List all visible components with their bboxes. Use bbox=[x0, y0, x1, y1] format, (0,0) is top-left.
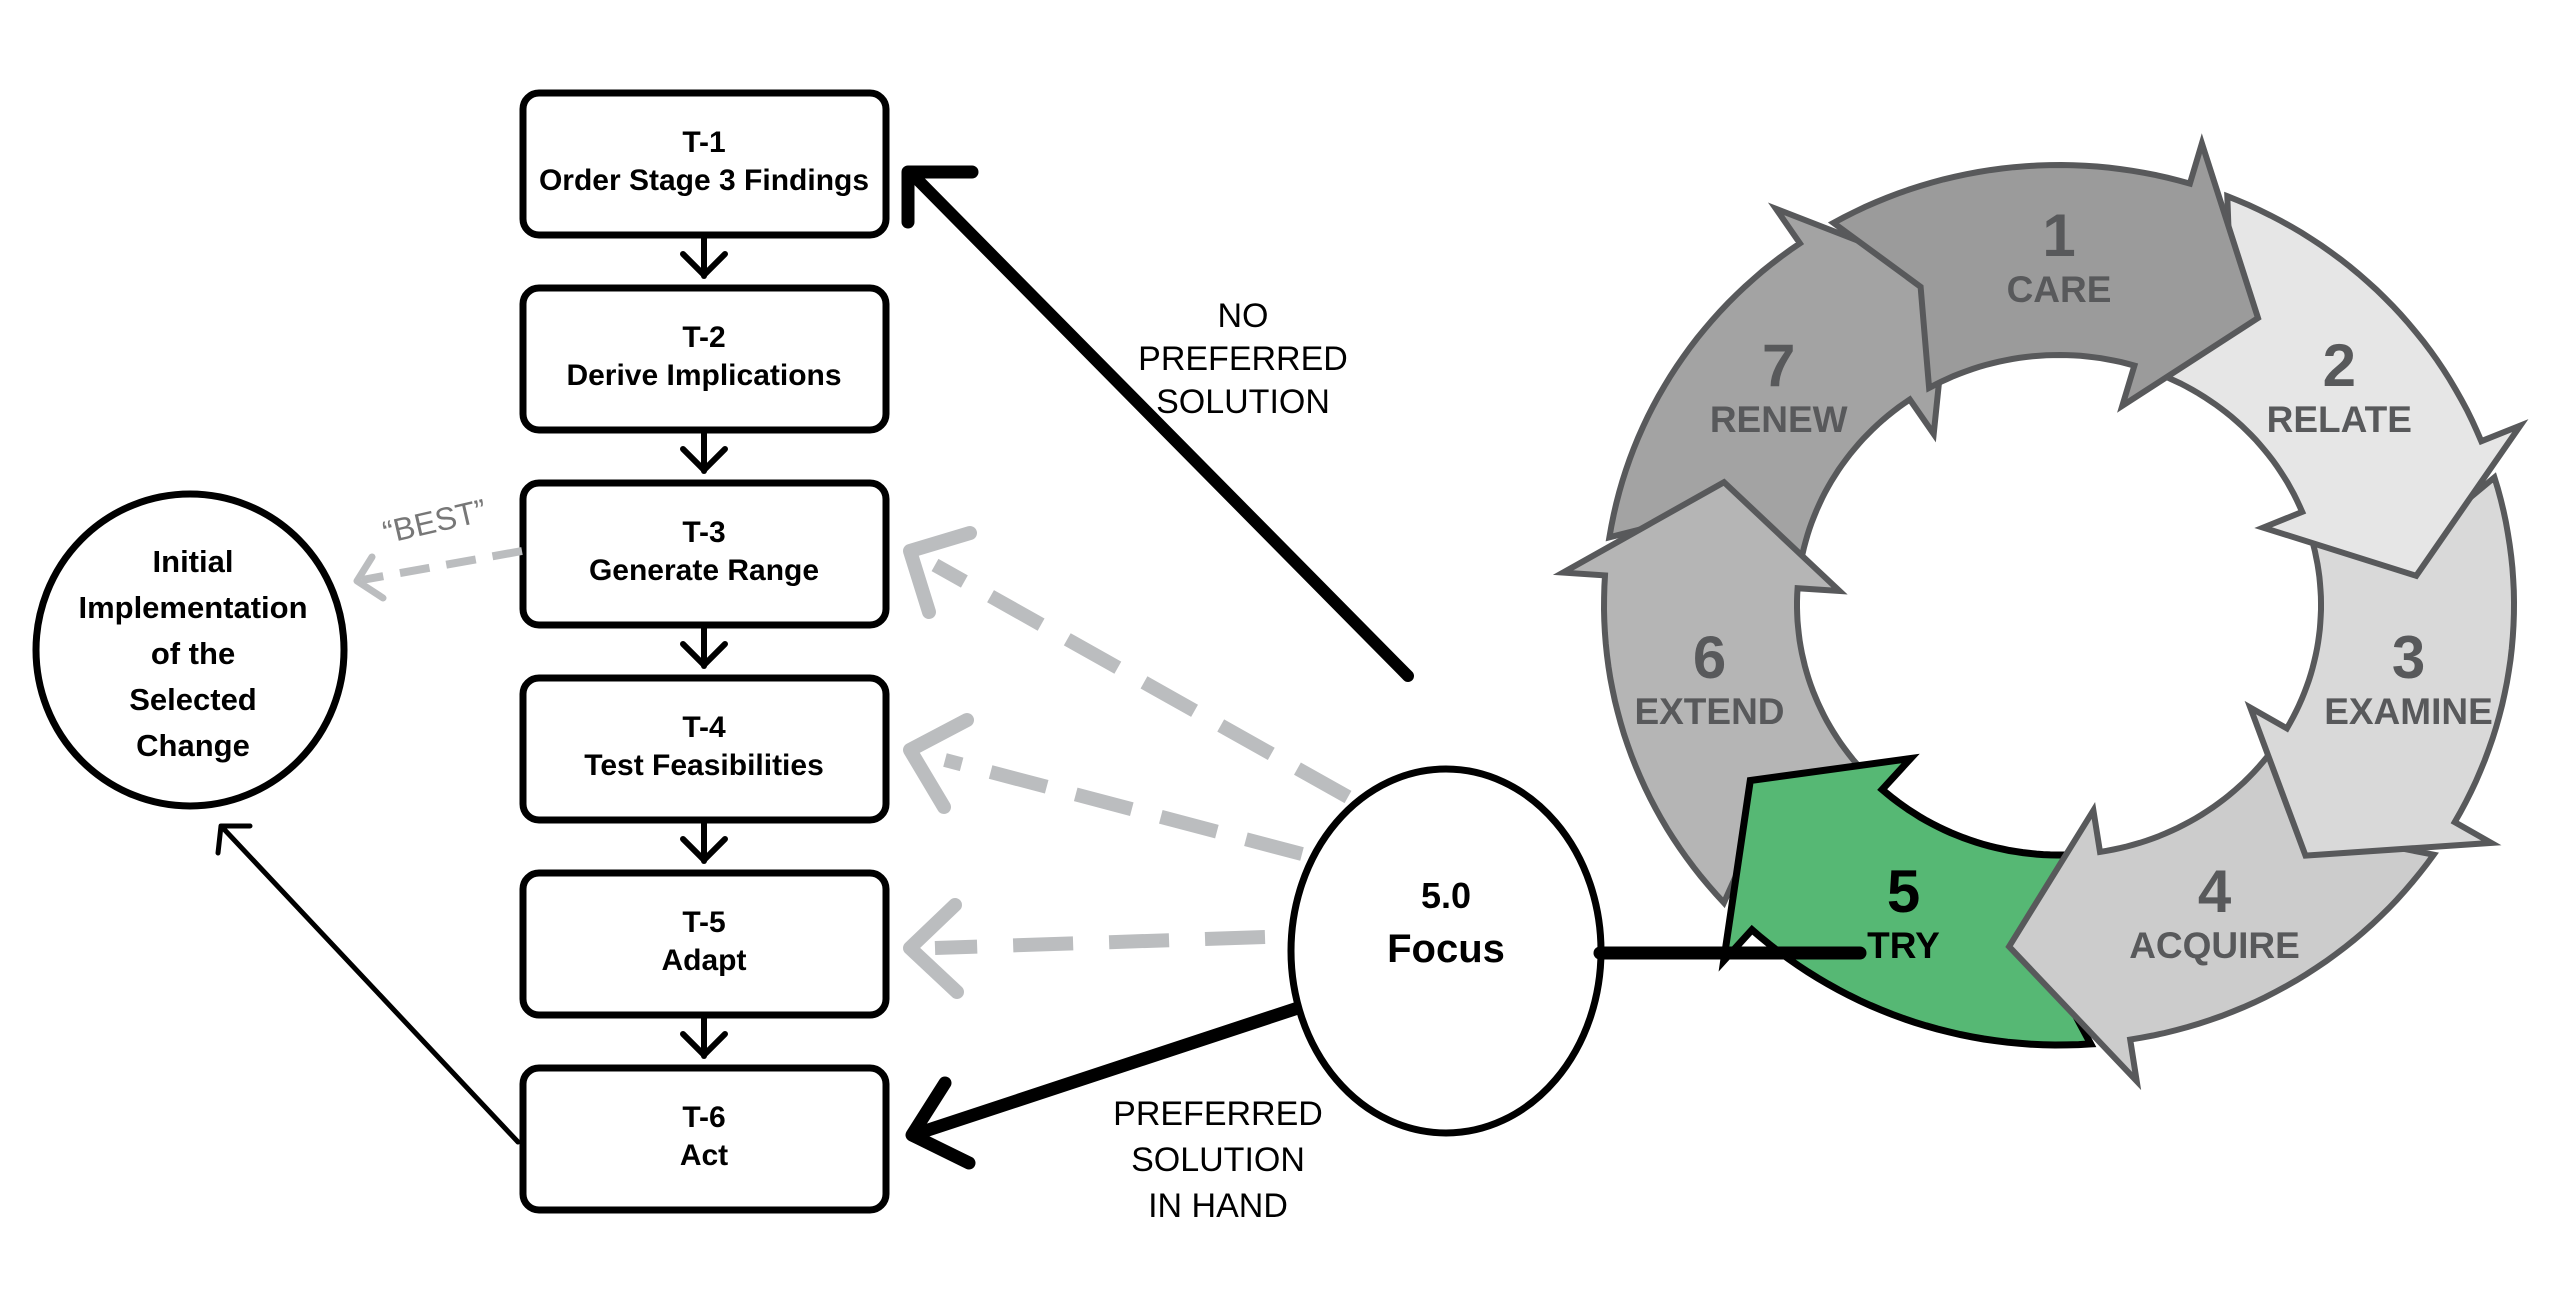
stage-arrow-icon bbox=[1605, 202, 1954, 572]
outcome-line: of the bbox=[151, 636, 235, 671]
flow-step-t6[interactable]: T-6 Act bbox=[519, 1064, 890, 1214]
flow-step-id: T-5 bbox=[682, 906, 725, 939]
dashed-arrow-to-t3 bbox=[903, 526, 1352, 804]
arrowhead-icon bbox=[901, 165, 979, 229]
arrowhead-icon bbox=[903, 713, 974, 814]
flow-steps: T-1 Order Stage 3 Findings T-2 Derive Im… bbox=[519, 89, 890, 1214]
preferred-label: PREFERRED SOLUTION IN HAND bbox=[1113, 1095, 1323, 1225]
flow-step-id: T-1 bbox=[682, 126, 725, 159]
stage-number: 2 bbox=[2323, 332, 2356, 399]
flow-step-t1[interactable]: T-1 Order Stage 3 Findings bbox=[519, 89, 890, 239]
stage-label: EXTEND bbox=[1634, 691, 1784, 732]
focus-number: 5.0 bbox=[1421, 875, 1471, 916]
path-label-line: SOLUTION bbox=[1131, 1141, 1305, 1179]
cycle-ring: 7RENEW6EXTEND5TRY4ACQUIRE3EXAMINE2RELATE… bbox=[1552, 133, 2529, 1091]
flow-step-id: T-6 bbox=[682, 1101, 725, 1134]
stage-label: RELATE bbox=[2267, 399, 2412, 440]
path-label-line: PREFERRED bbox=[1138, 340, 1348, 378]
dashed-arrow-to-t5 bbox=[903, 898, 1266, 999]
arrowhead-icon bbox=[215, 823, 253, 856]
best-arrow: “BEST” bbox=[353, 492, 523, 602]
flow-step-t3[interactable]: T-3 Generate Range bbox=[519, 479, 890, 629]
flow-step-id: T-3 bbox=[682, 516, 725, 549]
stage-number: 6 bbox=[1693, 624, 1726, 691]
stage-label: EXAMINE bbox=[2324, 691, 2493, 732]
path-label-line: PREFERRED bbox=[1113, 1095, 1323, 1133]
focus-label: Focus bbox=[1387, 927, 1505, 971]
flow-step-label: Act bbox=[680, 1139, 728, 1172]
stage-label: CARE bbox=[2007, 269, 2112, 310]
best-label: “BEST” bbox=[379, 492, 489, 551]
stage-label: RENEW bbox=[1710, 399, 1848, 440]
stage-label: TRY bbox=[1867, 925, 1940, 966]
stage-arrow-icon bbox=[1827, 133, 2262, 413]
outcome-line: Implementation bbox=[78, 590, 307, 625]
no-preferred-arrow bbox=[901, 165, 1414, 682]
decision-arrows bbox=[901, 165, 1414, 1170]
no-preferred-label: NO PREFERRED SOLUTION bbox=[1138, 297, 1348, 421]
outcome-circle[interactable]: Initial Implementation of the Selected C… bbox=[32, 490, 348, 810]
down-arrow-icon bbox=[680, 625, 728, 669]
arrowhead-icon bbox=[903, 898, 964, 999]
stage-arrow-icon bbox=[2005, 741, 2439, 1091]
arrowhead-icon bbox=[903, 526, 977, 619]
flow-step-label: Order Stage 3 Findings bbox=[539, 164, 869, 197]
exploration-arrows bbox=[903, 526, 1352, 999]
flow-step-id: T-4 bbox=[682, 711, 726, 744]
down-arrow-icon bbox=[680, 1015, 728, 1059]
arrowhead-icon bbox=[353, 553, 387, 602]
dashed-arrow-to-t4 bbox=[903, 713, 1304, 861]
flow-step-t4[interactable]: T-4 Test Feasibilities bbox=[519, 674, 890, 824]
flow-step-label: Derive Implications bbox=[566, 359, 841, 392]
stage-number: 4 bbox=[2198, 858, 2232, 925]
down-arrow-icon bbox=[680, 235, 728, 279]
preferred-arrow bbox=[905, 996, 1320, 1170]
flow-step-t5[interactable]: T-5 Adapt bbox=[519, 869, 890, 1019]
stage-number: 3 bbox=[2392, 624, 2425, 691]
path-label-line: NO bbox=[1218, 297, 1269, 335]
active-stage-arrow-icon bbox=[1718, 753, 2097, 1049]
down-arrow-icon bbox=[680, 430, 728, 474]
stage-number: 7 bbox=[1762, 332, 1795, 399]
path-label-line: SOLUTION bbox=[1156, 383, 1330, 421]
focus-node[interactable]: 5.0 Focus bbox=[1287, 765, 1605, 1137]
flow-step-label: Generate Range bbox=[589, 554, 819, 587]
flow-step-label: Test Feasibilities bbox=[584, 749, 824, 782]
flow-connectors bbox=[680, 235, 728, 1059]
flow-step-label: Adapt bbox=[662, 944, 747, 977]
act-to-outcome-arrow bbox=[215, 823, 521, 1145]
stage-arrow-icon bbox=[2244, 472, 2518, 859]
outcome-line: Initial bbox=[153, 544, 234, 579]
path-label-line: IN HAND bbox=[1148, 1187, 1288, 1225]
arrowhead-icon bbox=[905, 1076, 976, 1170]
outcome-line: Change bbox=[136, 728, 250, 763]
stage-label: ACQUIRE bbox=[2129, 925, 2300, 966]
stage-number: 1 bbox=[2042, 202, 2075, 269]
down-arrow-icon bbox=[680, 820, 728, 864]
outcome-line: Selected bbox=[129, 682, 257, 717]
stage-number: 5 bbox=[1887, 858, 1920, 925]
flow-step-id: T-2 bbox=[682, 321, 725, 354]
flow-step-t2[interactable]: T-2 Derive Implications bbox=[519, 284, 890, 434]
